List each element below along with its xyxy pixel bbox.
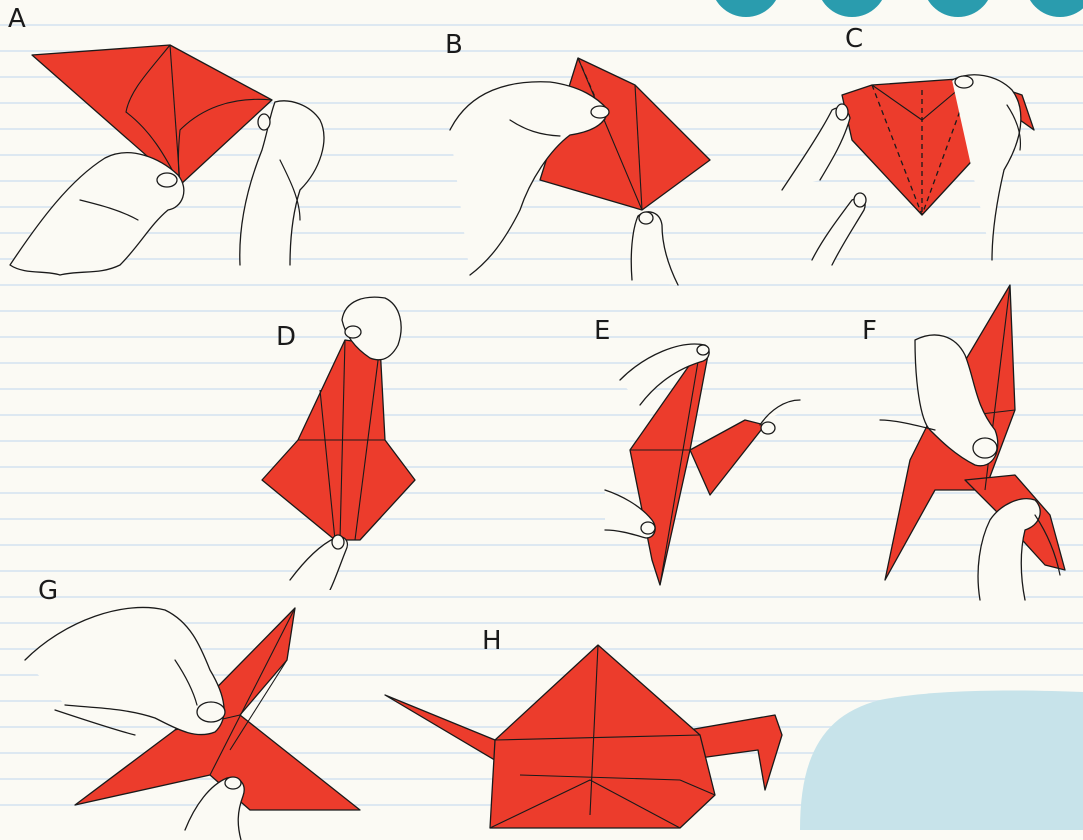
step-g-left-hand bbox=[25, 607, 225, 735]
step-label-f: F bbox=[862, 318, 878, 344]
step-c-illustration bbox=[772, 50, 1062, 290]
corner-blob bbox=[800, 690, 1083, 830]
step-label-h: H bbox=[482, 628, 503, 654]
step-a-right-hand bbox=[240, 101, 324, 265]
teal-circle-4 bbox=[1025, 0, 1083, 17]
step-a-left-hand bbox=[10, 153, 184, 275]
step-e-right-hand bbox=[760, 400, 800, 434]
step-label-g: G bbox=[38, 578, 59, 604]
step-label-b: B bbox=[445, 32, 464, 58]
step-g-illustration bbox=[15, 600, 385, 840]
step-label-d: D bbox=[276, 324, 297, 350]
step-d-paper bbox=[262, 340, 415, 540]
teal-circle-1 bbox=[711, 0, 781, 17]
step-b-bottom-hand bbox=[631, 212, 678, 285]
step-e-illustration bbox=[600, 330, 810, 600]
step-h-illustration bbox=[380, 640, 800, 840]
teal-circle-2 bbox=[817, 0, 887, 17]
step-label-e: E bbox=[594, 318, 611, 344]
step-f-illustration bbox=[875, 280, 1083, 610]
step-g-bottom-hand bbox=[185, 777, 244, 840]
step-b-illustration bbox=[410, 40, 740, 300]
step-d-bottom-hand bbox=[290, 535, 347, 590]
teal-circle-3 bbox=[923, 0, 993, 17]
step-a-illustration bbox=[0, 30, 340, 300]
step-h-crane bbox=[385, 645, 782, 828]
step-label-c: C bbox=[845, 26, 864, 52]
step-label-a: A bbox=[8, 6, 27, 32]
